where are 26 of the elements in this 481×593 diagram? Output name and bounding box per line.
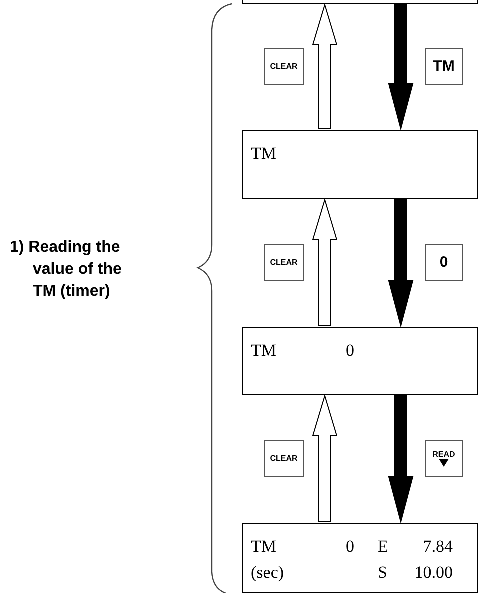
arrow bbox=[312, 3, 338, 130]
key-button: READ bbox=[425, 440, 463, 477]
key-button: 0 bbox=[425, 244, 463, 281]
arrow bbox=[388, 4, 414, 131]
key-button: CLEAR bbox=[264, 244, 304, 281]
arrow bbox=[388, 396, 414, 524]
display-text: S bbox=[378, 564, 388, 581]
arrow bbox=[388, 200, 414, 328]
arrow bbox=[312, 394, 338, 522]
display-text: 10.00 bbox=[414, 564, 453, 581]
key-button: CLEAR bbox=[264, 440, 304, 477]
display-text: 7.84 bbox=[423, 538, 453, 555]
display-text: 0 bbox=[346, 342, 354, 359]
key-button: CLEAR bbox=[264, 48, 304, 85]
key-button: TM bbox=[425, 48, 463, 85]
arrow bbox=[312, 198, 338, 326]
display-text: 0 bbox=[346, 538, 354, 555]
display-screen bbox=[242, 327, 478, 395]
display-text: TM bbox=[251, 342, 276, 359]
display-screen bbox=[242, 130, 478, 199]
display-text: TM bbox=[251, 538, 276, 555]
display-text: E bbox=[378, 538, 388, 555]
display-screen bbox=[242, 523, 478, 593]
display-text: TM bbox=[251, 145, 276, 162]
display-text: (sec) bbox=[251, 564, 284, 581]
section-label: 1) Reading the value of the TM (timer) bbox=[10, 238, 123, 302]
